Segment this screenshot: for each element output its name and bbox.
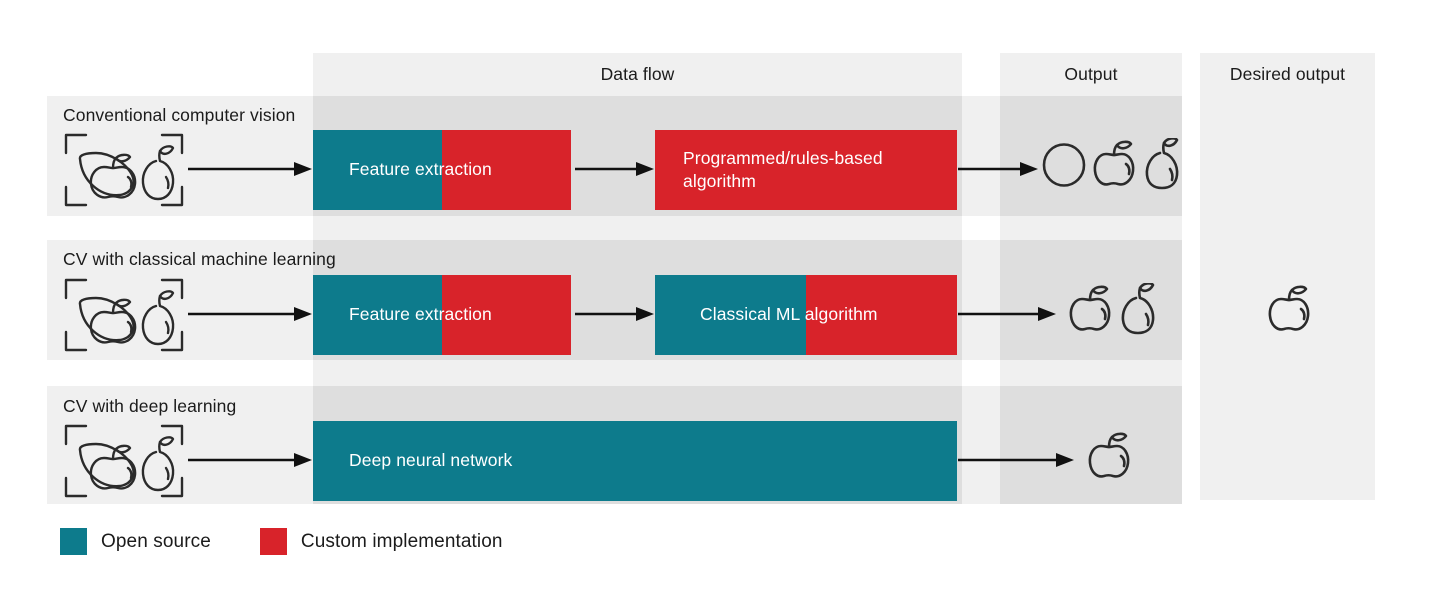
apple-icon (1090, 138, 1138, 195)
process-box-deep-neural-network[interactable]: Deep neural network (313, 421, 957, 501)
fill-custom-implementation (806, 275, 957, 355)
fill-open-source (313, 130, 442, 210)
red-swatch (259, 528, 287, 555)
fill-custom-implementation (442, 275, 571, 355)
column-title-output: Output (1064, 64, 1118, 84)
process-box-feature-extraction[interactable]: Feature extraction (313, 130, 571, 210)
output-group-deep-learning (1085, 430, 1133, 487)
circle-icon (1040, 138, 1088, 195)
process-box-label: Programmed/rules-based algorithm (683, 147, 883, 191)
row-label-classical-ml: CV with classical machine learning (63, 249, 336, 269)
legend-label-custom-implementation: Custom implementation (300, 530, 503, 552)
teal-swatch (60, 528, 87, 555)
process-box-label: Classical ML algorithm (700, 304, 878, 325)
process-box-programmed-rules-based-algorithm[interactable]: Programmed/rules-based algorithm (655, 130, 957, 210)
arrow-input-to-feature-extraction (188, 161, 314, 177)
legend-label-open-source: Open source (101, 530, 211, 552)
arrow-input-to-deep-network (188, 452, 314, 468)
process-box-label: Feature extraction (349, 304, 492, 325)
fruit-bracket-icon (62, 131, 186, 209)
process-box-classical-ml-algorithm[interactable]: Classical ML algorithm (655, 275, 957, 355)
fill-open-source (655, 275, 806, 355)
legend: Open source Custom implementation (60, 528, 503, 555)
fill-custom-implementation (442, 130, 571, 210)
column-title-dataflow: Data flow (600, 64, 675, 84)
row-band-classical-ml (47, 240, 1182, 360)
arrow-feature-extraction-to-algorithm (575, 161, 656, 177)
fill-open-source (313, 421, 957, 501)
arrow-feature-extraction-to-ml (575, 306, 656, 322)
legend-item-custom-implementation: Custom implementation (259, 528, 503, 555)
legend-item-open-source: Open source (60, 528, 211, 555)
row-segment-output (1000, 386, 1182, 504)
apple-icon (1085, 430, 1133, 487)
fill-open-source (313, 275, 442, 355)
fruit-bracket-icon (62, 422, 186, 500)
pear-icon (1116, 282, 1162, 340)
fruit-bracket-icon (62, 276, 186, 354)
output-group-conventional (1040, 137, 1186, 195)
process-box-label: Deep neural network (349, 450, 513, 471)
pear-icon (1140, 137, 1186, 195)
column-band-desired-output (1200, 53, 1375, 500)
row-label-conventional: Conventional computer vision (63, 105, 296, 125)
apple-icon (1265, 283, 1313, 340)
arrow-ml-to-output (958, 306, 1058, 322)
process-box-label: Feature extraction (349, 159, 492, 180)
arrow-input-to-feature-extraction (188, 306, 314, 322)
apple-icon (1066, 283, 1114, 340)
column-title-desired-output: Desired output (1229, 64, 1346, 84)
arrow-deep-network-to-output (958, 452, 1076, 468)
arrow-algorithm-to-output (958, 161, 1040, 177)
fill-custom-implementation (655, 130, 957, 210)
output-group-classical-ml (1066, 282, 1162, 340)
process-box-feature-extraction[interactable]: Feature extraction (313, 275, 571, 355)
row-label-deep-learning: CV with deep learning (63, 396, 237, 416)
row-segment-output (1000, 96, 1182, 216)
desired-output-group (1265, 283, 1313, 340)
